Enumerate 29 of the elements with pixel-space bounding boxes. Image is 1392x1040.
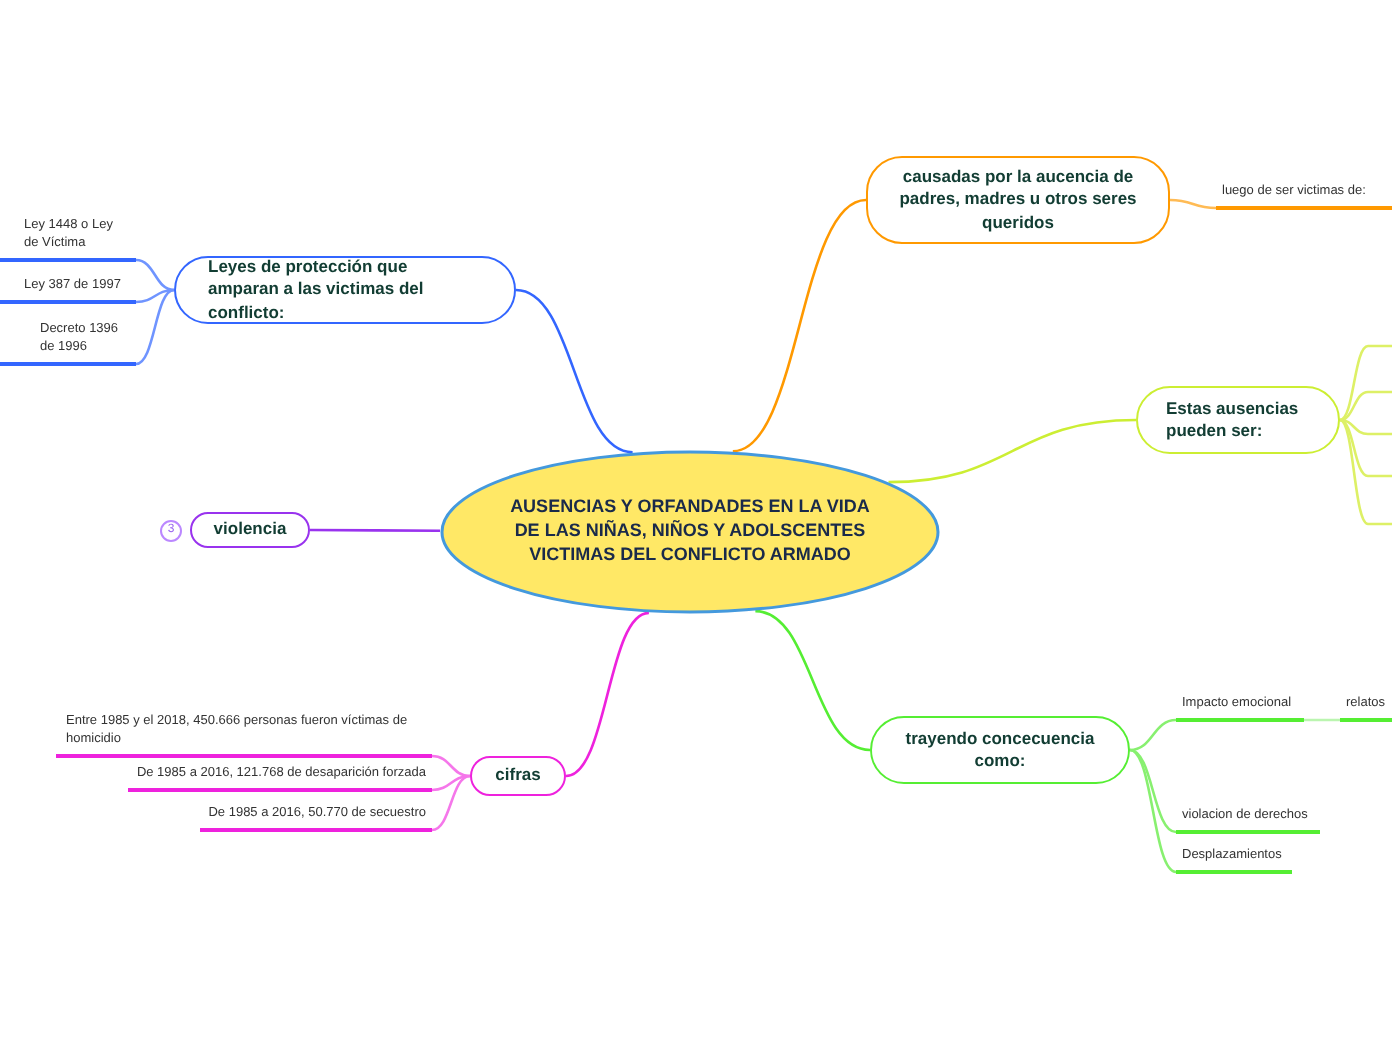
topic-box: trayendo concecuencia como: (870, 716, 1130, 784)
connector (135, 288, 175, 366)
topic-box: causadas por la aucencia de padres, madres u otros seres queridos (866, 156, 1170, 244)
topic-box: cifras (470, 756, 566, 796)
connector (135, 288, 175, 304)
connector (1129, 718, 1177, 752)
central-title: AUSENCIAS Y ORFANDADES EN LA VIDA DE LAS NIÑAS, NIÑOS Y ADOLSCENTES VICTIMAS DEL CONFLICTO ARMADO (510, 496, 870, 568)
connector (1129, 748, 1177, 834)
connector (431, 754, 471, 778)
connector (1304, 718, 1340, 722)
topic-box: violencia (190, 512, 310, 548)
connector (755, 609, 871, 752)
connector (888, 418, 1137, 484)
connector (1129, 748, 1177, 874)
connector (1339, 344, 1392, 422)
connector (310, 528, 441, 532)
connector (515, 288, 633, 454)
connector (431, 774, 471, 792)
topic-box: Estas ausencias pueden ser: (1136, 386, 1340, 454)
connector (135, 258, 175, 292)
connector (732, 198, 867, 453)
connector (1169, 198, 1217, 210)
connector (1339, 418, 1392, 478)
connector (565, 611, 650, 778)
connector (1339, 418, 1392, 526)
topic-box: Leyes de protección que amparan a las victimas del conflicto: (174, 256, 516, 324)
connector (431, 774, 471, 832)
connector (1339, 390, 1392, 422)
connector (1339, 418, 1392, 436)
